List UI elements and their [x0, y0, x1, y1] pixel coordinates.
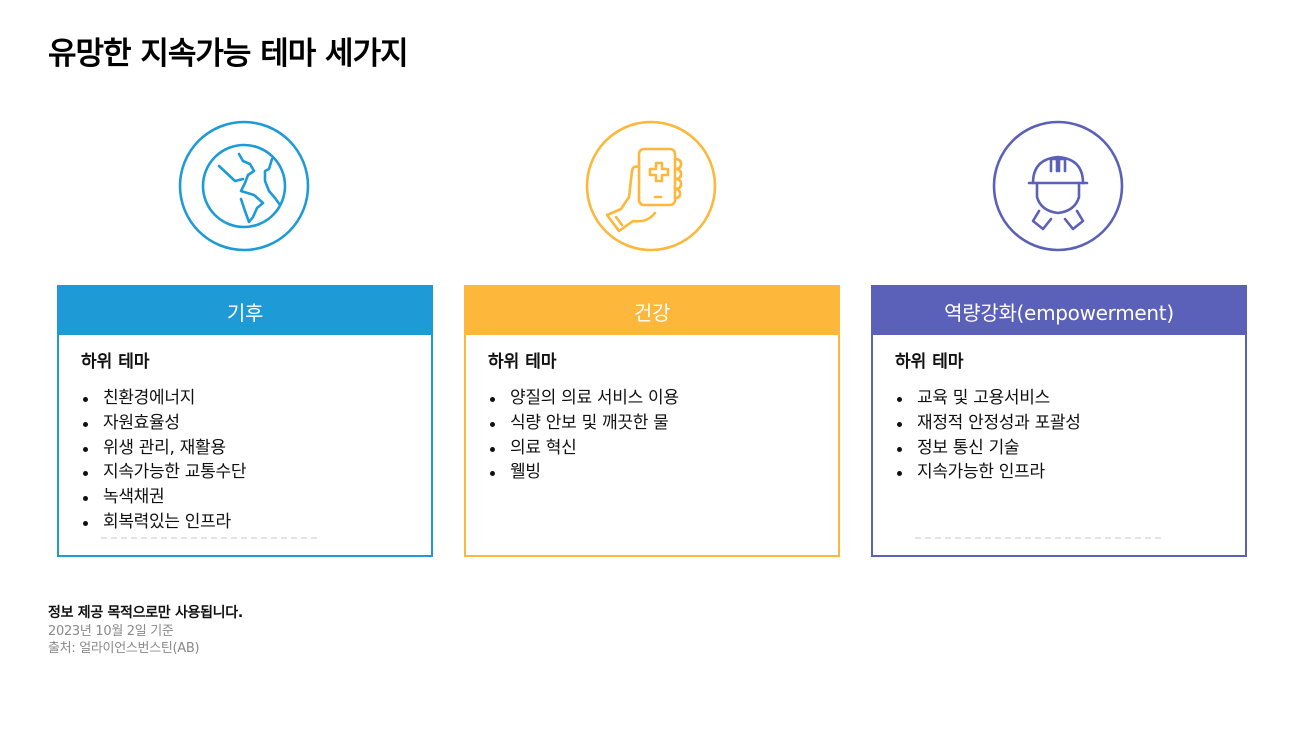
theme-header: 기후 — [59, 287, 431, 335]
list-item: 친환경에너지 — [81, 386, 431, 411]
list-item: 정보 통신 기술 — [895, 436, 1245, 461]
theme-header: 건강 — [466, 287, 838, 335]
list-item: 교육 및 고용서비스 — [895, 386, 1245, 411]
list-item: 의료 혁신 — [488, 436, 838, 461]
source: 출처: 얼라이언스번스틴(AB) — [48, 641, 200, 656]
theme-header: 역량강화(empowerment) — [873, 287, 1245, 335]
sub-theme-title: 하위 테마 — [895, 352, 964, 372]
list-item: 지속가능한 인프라 — [895, 460, 1245, 485]
sub-theme-title: 하위 테마 — [81, 352, 150, 372]
list-item: 지속가능한 교통수단 — [81, 460, 431, 485]
sub-theme-list: 친환경에너지 자원효율성 위생 관리, 재활용 지속가능한 교통수단 녹색채권 … — [81, 386, 431, 535]
theme-card-health: 건강 하위 테마 양질의 의료 서비스 이용 식량 안보 및 깨끗한 물 의료 … — [464, 285, 840, 557]
sub-theme-title: 하위 테마 — [488, 352, 557, 372]
theme-card-climate: 기후 하위 테마 친환경에너지 자원효율성 위생 관리, 재활용 지속가능한 교… — [57, 285, 433, 557]
list-item: 양질의 의료 서비스 이용 — [488, 386, 838, 411]
list-item: 웰빙 — [488, 460, 838, 485]
clipped-text-artifact — [915, 537, 1165, 539]
footnotes: 정보 제공 목적으로만 사용됩니다. 2023년 10월 2일 기준 출처: 얼… — [48, 604, 243, 657]
list-item: 회복력있는 인프라 — [81, 510, 431, 535]
list-item: 자원효율성 — [81, 411, 431, 436]
page-title: 유망한 지속가능 테마 세가지 — [48, 36, 409, 72]
theme-card-empowerment: 역량강화(empowerment) 하위 테마 교육 및 고용서비스 재정적 안… — [871, 285, 1247, 557]
list-item: 식량 안보 및 깨끗한 물 — [488, 411, 838, 436]
list-item: 녹색채권 — [81, 485, 431, 510]
clipped-text-artifact — [101, 537, 321, 539]
list-item: 재정적 안정성과 포괄성 — [895, 411, 1245, 436]
disclaimer: 정보 제공 목적으로만 사용됩니다. — [48, 605, 243, 621]
sub-theme-list: 교육 및 고용서비스 재정적 안정성과 포괄성 정보 통신 기술 지속가능한 인… — [895, 386, 1245, 485]
globe-icon — [177, 119, 311, 253]
list-item: 위생 관리, 재활용 — [81, 436, 431, 461]
as-of-date: 2023년 10월 2일 기준 — [48, 624, 174, 639]
sub-theme-list: 양질의 의료 서비스 이용 식량 안보 및 깨끗한 물 의료 혁신 웰빙 — [488, 386, 838, 485]
worker-helmet-icon — [991, 119, 1125, 253]
medical-phone-icon — [584, 119, 718, 253]
